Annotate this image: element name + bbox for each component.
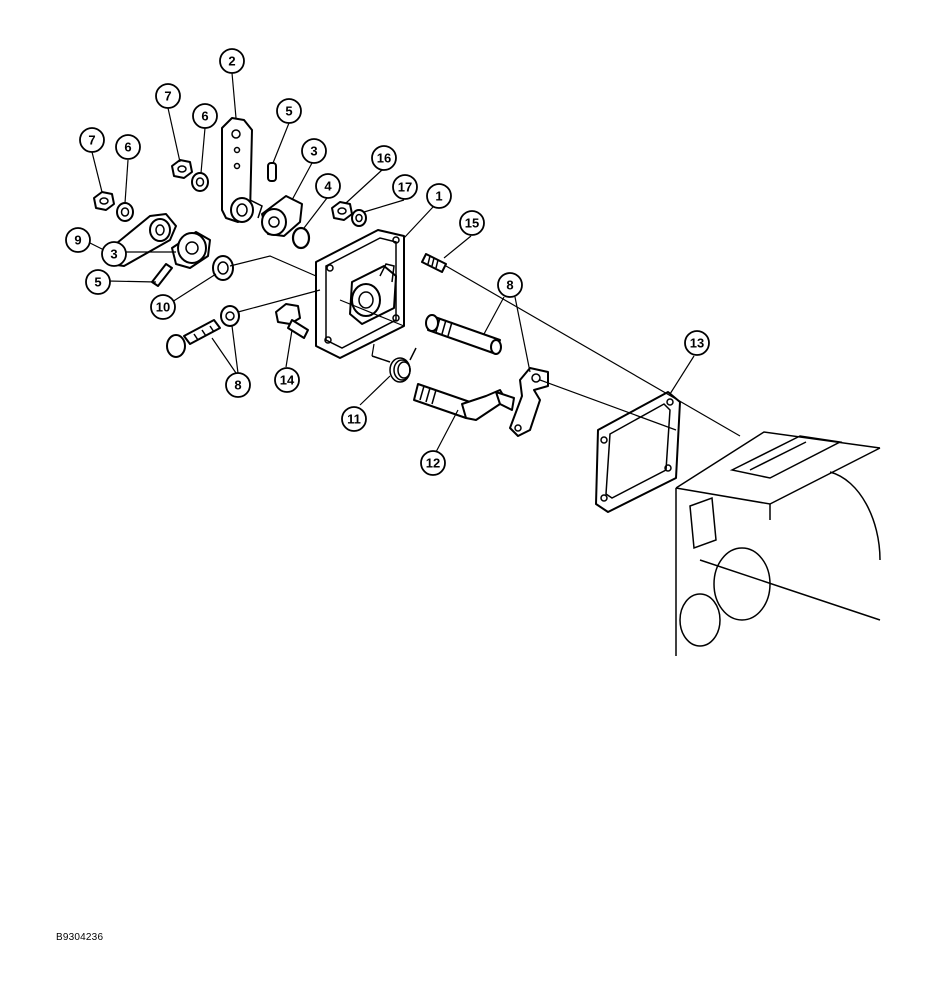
svg-text:11: 11 bbox=[347, 412, 361, 427]
part-plug-8-left bbox=[166, 305, 240, 358]
part-bolt-14 bbox=[275, 303, 309, 339]
svg-text:6: 6 bbox=[201, 109, 208, 124]
part-seal-10 bbox=[212, 255, 234, 281]
part-pin-5-lower bbox=[151, 263, 173, 287]
svg-text:10: 10 bbox=[156, 300, 170, 315]
svg-text:9: 9 bbox=[74, 233, 81, 248]
part-washer-17 bbox=[351, 209, 367, 227]
svg-text:14: 14 bbox=[280, 373, 295, 388]
svg-text:15: 15 bbox=[465, 216, 479, 231]
svg-text:13: 13 bbox=[690, 336, 704, 351]
callout-10: 10 bbox=[150, 294, 176, 320]
callout-8: 8 bbox=[497, 272, 523, 298]
callout-2: 2 bbox=[219, 48, 245, 74]
svg-text:5: 5 bbox=[285, 104, 292, 119]
figure-reference-code: B9304236 bbox=[56, 932, 104, 943]
callout-5: 5 bbox=[276, 98, 302, 124]
part-shaft-8-upper bbox=[425, 314, 502, 355]
callout-5: 5 bbox=[85, 269, 111, 295]
part-crank-12 bbox=[413, 383, 515, 421]
svg-text:12: 12 bbox=[426, 456, 440, 471]
svg-text:6: 6 bbox=[124, 140, 131, 155]
callout-17: 17 bbox=[392, 174, 418, 200]
callout-3: 3 bbox=[101, 241, 127, 267]
svg-text:8: 8 bbox=[506, 278, 513, 293]
callout-7: 7 bbox=[155, 83, 181, 109]
callout-15: 15 bbox=[459, 210, 485, 236]
svg-text:5: 5 bbox=[94, 275, 101, 290]
callout-13: 13 bbox=[684, 330, 710, 356]
part-hub-3-upper bbox=[261, 195, 303, 237]
part-nut-16 bbox=[331, 201, 353, 221]
svg-text:3: 3 bbox=[310, 144, 317, 159]
part-cover-housing-1 bbox=[315, 229, 405, 359]
callout-6: 6 bbox=[192, 103, 218, 129]
part-pin-5-upper bbox=[267, 162, 277, 182]
svg-text:7: 7 bbox=[164, 89, 171, 104]
svg-text:17: 17 bbox=[398, 180, 412, 195]
callout-6: 6 bbox=[115, 134, 141, 160]
part-hub-3-lower bbox=[171, 231, 211, 269]
leader-lines bbox=[89, 72, 741, 453]
svg-text:8: 8 bbox=[234, 378, 241, 393]
svg-text:16: 16 bbox=[377, 151, 391, 166]
part-oring-4 bbox=[291, 226, 311, 250]
callout-11: 11 bbox=[341, 406, 367, 432]
part-spring-11 bbox=[371, 347, 417, 383]
svg-text:1: 1 bbox=[435, 189, 442, 204]
svg-text:7: 7 bbox=[88, 133, 95, 148]
part-washer-6-lower bbox=[116, 202, 134, 222]
part-nut-7-lower bbox=[93, 191, 115, 211]
callout-9: 9 bbox=[65, 227, 91, 253]
transmission-housing bbox=[675, 431, 881, 656]
part-clip-8-right bbox=[509, 367, 549, 437]
callout-14: 14 bbox=[274, 367, 300, 393]
callout-8: 8 bbox=[225, 372, 251, 398]
svg-text:3: 3 bbox=[110, 247, 117, 262]
part-gasket-13 bbox=[595, 391, 681, 513]
callout-16: 16 bbox=[371, 145, 397, 171]
svg-text:4: 4 bbox=[324, 179, 332, 194]
part-nut-7-upper bbox=[171, 159, 193, 179]
callout-3: 3 bbox=[301, 138, 327, 164]
part-stud-15 bbox=[421, 253, 447, 273]
callout-4: 4 bbox=[315, 173, 341, 199]
callout-7: 7 bbox=[79, 127, 105, 153]
callout-1: 1 bbox=[426, 183, 452, 209]
part-lever-arm-2 bbox=[221, 117, 263, 223]
part-washer-6-upper bbox=[191, 172, 209, 192]
callout-12: 12 bbox=[420, 450, 446, 476]
svg-text:2: 2 bbox=[228, 54, 235, 69]
